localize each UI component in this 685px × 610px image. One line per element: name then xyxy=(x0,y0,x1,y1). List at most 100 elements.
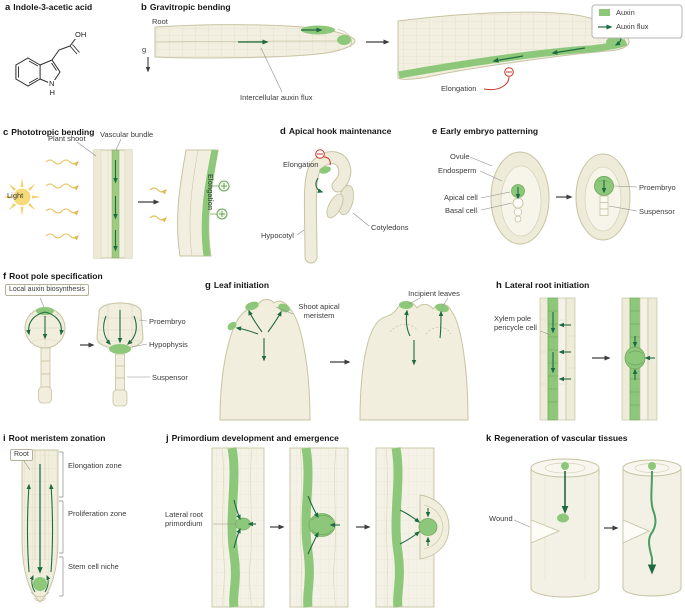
hypophysis-auxin xyxy=(109,344,131,354)
suspensor-cell xyxy=(599,208,609,216)
auxin-maximum xyxy=(227,321,237,331)
chem-n-label: N xyxy=(48,79,56,88)
panel-d-art xyxy=(303,149,354,264)
label-elongation-zone: Elongation zone xyxy=(68,461,122,470)
auxin-flux-arrow xyxy=(492,55,524,63)
zone-brackets xyxy=(59,451,64,597)
inhibition-line xyxy=(483,76,510,91)
auxin-flux-arrows xyxy=(233,499,256,549)
auxin-flux-arrows xyxy=(404,309,444,366)
incipient-leaf-boundary xyxy=(389,324,419,333)
label-proembryo: Proembryo xyxy=(149,317,186,326)
chem-oh-label: OH xyxy=(74,30,88,39)
label-apical-cell: Apical cell xyxy=(444,193,478,202)
auxin-accumulation-above-wound xyxy=(557,513,569,523)
suspensor-cell xyxy=(513,207,523,217)
auxin-maximum-tip xyxy=(33,577,47,591)
auxin-flux-arrow xyxy=(551,47,586,55)
panel-f-art xyxy=(24,301,144,407)
auxin-flux-arrows xyxy=(550,312,571,382)
auxin-maximum xyxy=(245,301,259,311)
hypocotyl-hook-fill xyxy=(304,152,351,263)
vasculature-auxin-band xyxy=(391,447,404,608)
panel-h-art xyxy=(539,297,658,421)
panel-g-art xyxy=(219,298,469,421)
legend xyxy=(591,4,683,39)
regenerated-vascular-strand xyxy=(647,470,657,575)
label-wound: Wound xyxy=(489,514,513,523)
auxin-inner-hook xyxy=(319,166,331,174)
legend-auxin-label: Auxin xyxy=(616,8,635,17)
label-elongation: Elongation xyxy=(283,160,319,169)
auxin-flux-arrows xyxy=(399,508,431,546)
wound-notch xyxy=(622,519,651,544)
auxin-maximum xyxy=(435,303,449,313)
label-local-auxin-biosynthesis: Local auxin biosynthesis xyxy=(5,284,89,296)
auxin-band-shaded-side xyxy=(201,149,219,257)
auxin-source xyxy=(561,462,569,470)
auxin-flux-arrows xyxy=(307,495,340,555)
label-light: Light xyxy=(7,191,24,200)
label-lateral-root-primordium: Lateral root primordium xyxy=(165,510,203,528)
legend-auxin-flux-label: Auxin flux xyxy=(616,22,649,31)
primordium-auxin-core xyxy=(418,518,438,536)
label-suspensor: Suspensor xyxy=(639,207,675,216)
suspensor-cell xyxy=(599,202,609,210)
suspensor-cell xyxy=(599,195,609,203)
label-xylem-pole-pericycle-cell: Xylem pole pericycle cell xyxy=(494,314,537,332)
leader-lines xyxy=(23,47,638,528)
light-ray-arrows xyxy=(45,159,167,241)
inhibition-line xyxy=(323,156,331,166)
label-vascular-bundle: Vascular bundle xyxy=(100,130,154,139)
auxin-flux-arrows xyxy=(235,309,282,362)
label-endosperm: Endosperm xyxy=(438,166,477,175)
wound-notch xyxy=(530,519,561,544)
panel-c-art xyxy=(3,149,230,259)
panel-e-art xyxy=(490,151,631,245)
plus-sign-icon xyxy=(218,180,230,192)
label-incipient-leaves: Incipient leaves xyxy=(408,289,460,298)
vasculature-auxin-band xyxy=(227,447,240,608)
label-elongation: Elongation xyxy=(441,84,477,93)
vasculature-auxin-band xyxy=(301,447,314,608)
label-shoot-apical-meristem: Shoot apical meristem xyxy=(298,302,340,320)
label-root: Root xyxy=(152,17,168,26)
minus-sign-icon xyxy=(315,149,325,159)
label-gravity: g xyxy=(142,45,147,54)
cotyledon xyxy=(326,193,344,219)
lateral-root-primordium xyxy=(235,517,251,531)
auxin-flux-arrows xyxy=(26,464,54,593)
columella xyxy=(30,591,50,602)
label-suspensor: Suspensor xyxy=(152,373,188,382)
suspensor-column xyxy=(112,353,128,407)
label-root: Root xyxy=(10,449,33,461)
auxin-flux-arrow xyxy=(315,177,324,193)
chem-h-label: H xyxy=(48,88,56,97)
label-basal-cell: Basal cell xyxy=(445,206,478,215)
sun-icon xyxy=(3,178,41,216)
label-proliferation-zone: Proliferation zone xyxy=(68,509,127,518)
label-hypophysis: Hypophysis xyxy=(149,340,188,349)
root-cap-line xyxy=(337,28,352,48)
auxin-maximum xyxy=(278,303,290,313)
plus-sign-icon xyxy=(216,208,228,220)
panel-b-art xyxy=(145,11,630,91)
auxin-flux-arrows xyxy=(103,310,137,346)
label-stem-cell-niche: Stem cell niche xyxy=(68,562,119,571)
auxin-flux-arrows xyxy=(26,311,64,340)
basal-cell xyxy=(512,197,524,209)
label-intercellular-auxin-flux: Intercellular auxin flux xyxy=(240,93,313,102)
auxin-tip xyxy=(337,35,351,45)
iaa-chemical-structure xyxy=(15,37,80,87)
